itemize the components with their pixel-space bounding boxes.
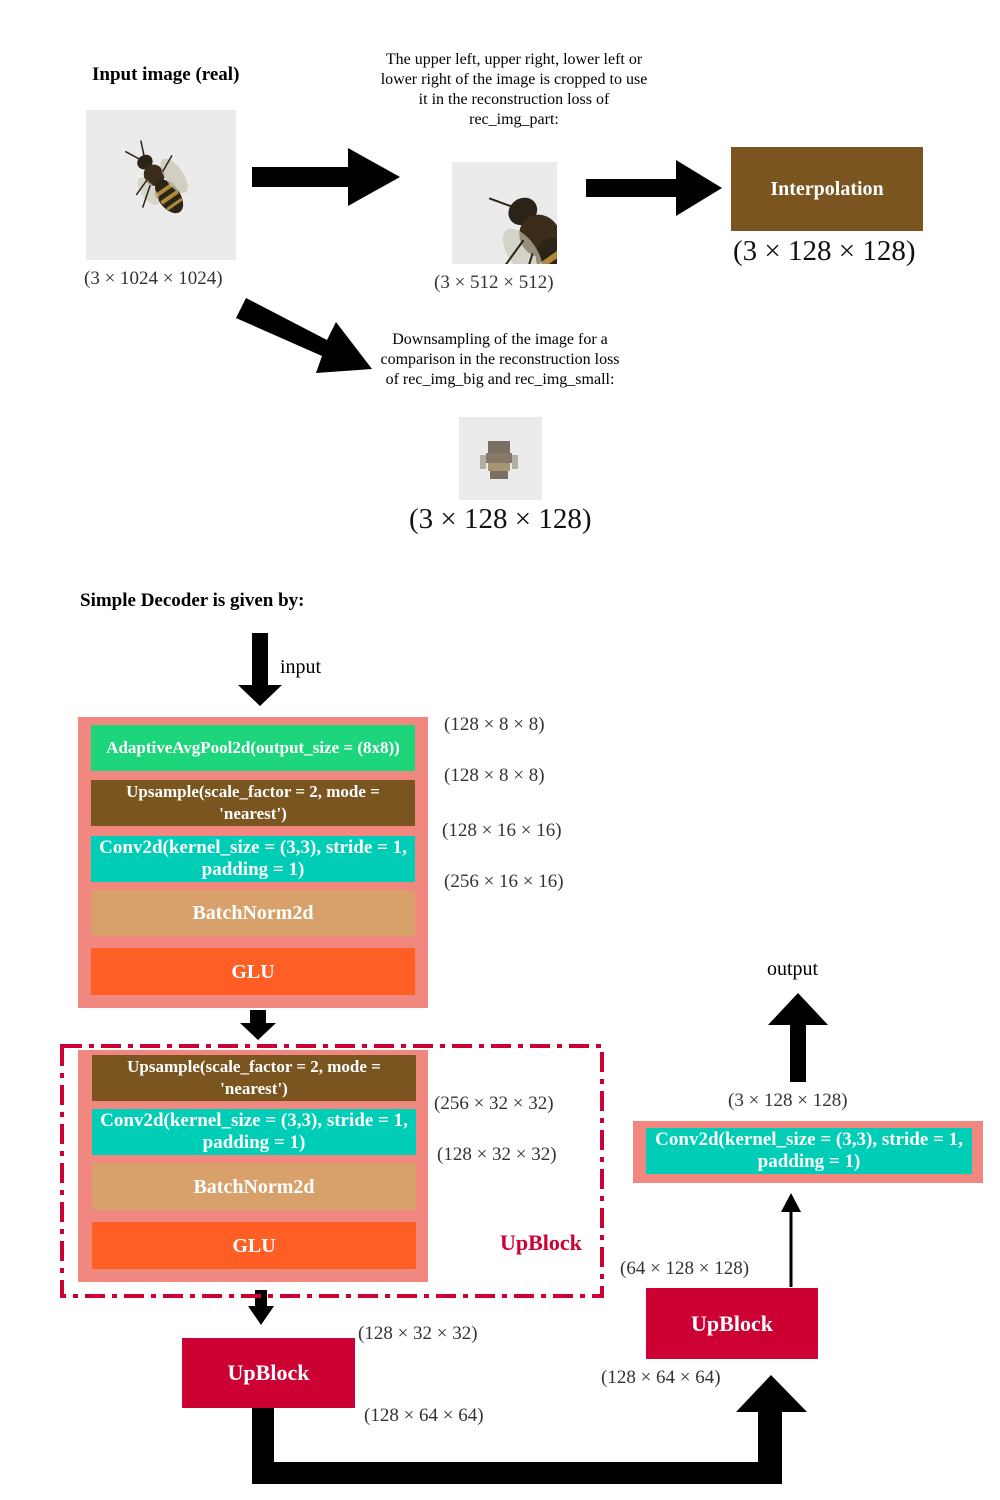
dim-upsample-out: (128 × 16 × 16) — [442, 820, 562, 841]
upblock-3: UpBlock — [646, 1288, 818, 1359]
dim-upblock3-in: (128 × 64 × 64) — [601, 1367, 721, 1388]
crop-caption: The upper left, upper right, lower left … — [380, 51, 648, 128]
decoder-title: Simple Decoder is given by: — [80, 590, 305, 611]
cropped-bee-image — [452, 162, 557, 264]
final-conv-layer: Conv2d(kernel_size = (3,3), stride = 1, … — [646, 1128, 972, 1174]
upblock-layer-batchnorm: BatchNorm2d — [92, 1163, 416, 1210]
arrow-upblock-to-upblock2 — [248, 1290, 274, 1325]
arrow-crop-to-interpolation — [586, 160, 722, 216]
dim-pool-out: (128 × 8 × 8) — [444, 765, 545, 786]
dim-output: (3 × 128 × 128) — [728, 1090, 848, 1111]
upblock-layer-glu: GLU — [92, 1222, 416, 1269]
crop-dims: (3 × 512 × 512) — [434, 272, 554, 293]
input-dims: (3 × 1024 × 1024) — [84, 268, 223, 289]
decoder-input-label: input — [280, 656, 322, 678]
upblock-layer-upsample: Upsample(scale_factor = 2, mode = 'neare… — [92, 1055, 416, 1101]
upblock-frame — [60, 1044, 604, 1298]
dim-conv-out: (256 × 16 × 16) — [444, 871, 564, 892]
arrow-upblock2-to-upblock3 — [252, 1375, 807, 1484]
dim-pool-in: (128 × 8 × 8) — [444, 714, 545, 735]
arrow-decoder-input — [238, 633, 282, 706]
layer-upsample: Upsample(scale_factor = 2, mode = 'neare… — [91, 780, 415, 826]
downsampled-bee-image — [459, 417, 542, 500]
upblock-layer-conv2d: Conv2d(kernel_size = (3,3), stride = 1, … — [92, 1109, 416, 1155]
arrow-block1-to-upblock — [240, 1010, 276, 1040]
layer-glu: GLU — [91, 948, 415, 995]
arrow-output — [768, 993, 828, 1082]
interpolation-box: Interpolation — [731, 147, 923, 231]
upblock-frame-label: UpBlock — [500, 1230, 582, 1255]
input-image-label: Input image (real) — [92, 64, 240, 85]
interpolation-dims: (3 × 128 × 128) — [733, 235, 916, 267]
dim-upblock-upsample-out: (256 × 32 × 32) — [434, 1093, 554, 1114]
arrow-input-to-crop — [252, 148, 400, 206]
upblock-2-label: UpBlock — [227, 1360, 310, 1385]
interpolation-label: Interpolation — [770, 177, 884, 200]
decoder-output-label: output — [767, 958, 819, 980]
dim-upblock-conv-out: (128 × 32 × 32) — [437, 1144, 557, 1165]
downsample-dims: (3 × 128 × 128) — [409, 503, 592, 535]
dim-upblock3-out: (64 × 128 × 128) — [620, 1258, 750, 1279]
input-bee-image — [86, 110, 236, 260]
arrow-upblock3-to-conv-head — [781, 1193, 801, 1212]
downsample-caption: Downsampling of the image for a comparis… — [380, 331, 620, 388]
blurred-bee-icon — [480, 441, 518, 479]
dim-upblock2-in: (128 × 32 × 32) — [358, 1323, 478, 1344]
layer-conv2d: Conv2d(kernel_size = (3,3), stride = 1, … — [91, 836, 415, 882]
layer-batchnorm: BatchNorm2d — [91, 890, 415, 936]
upblock-3-label: UpBlock — [691, 1310, 773, 1336]
cropped-bee-icon — [488, 197, 557, 264]
layer-adaptive-avg-pool: AdaptiveAvgPool2d(output_size = (8x8)) — [91, 725, 415, 771]
arrow-input-to-downsample — [236, 298, 372, 373]
upblock-2: UpBlock — [182, 1338, 355, 1408]
dim-upblock2-out: (128 × 64 × 64) — [364, 1405, 484, 1426]
bee-icon — [124, 140, 188, 214]
